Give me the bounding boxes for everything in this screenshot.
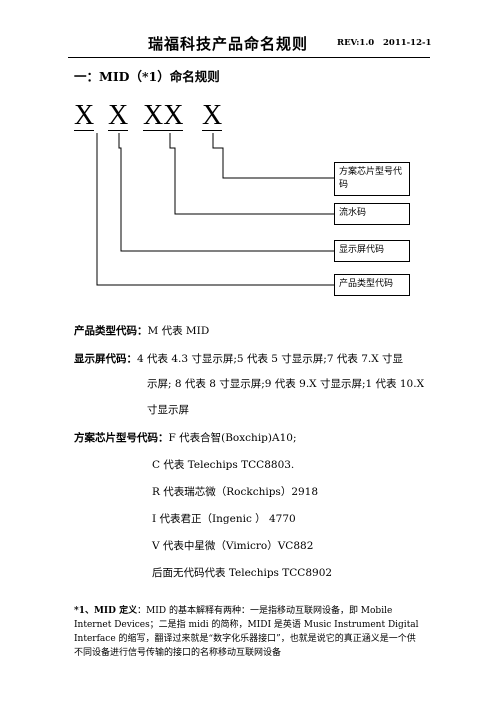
code-letter: X	[108, 100, 129, 131]
box-serial-code: 流水码	[334, 203, 410, 225]
display-line-2: 示屏; 8 代表 8 寸显示屏;9 代表 9.X 寸显示屏;1 代表 10.X	[147, 378, 425, 390]
box-display-code: 显示屏代码	[334, 240, 410, 262]
connector-display	[118, 133, 334, 252]
type-definition: 产品类型代码：M 代表 MID	[74, 323, 209, 339]
display-line-1: 4 代表 4.3 寸显示屏;5 代表 5 寸显示屏;7 代表 7.X 寸显	[137, 353, 404, 365]
footnote: *1、MID 定义：MID 的基本解释有两种：一是指移动互联网设备，即 Mobi…	[74, 604, 424, 660]
chip-item-4: V 代表中星微（Vimicro）VC882	[152, 540, 314, 552]
chip-item-2: R 代表瑞芯微（Rockchips）2918	[152, 486, 319, 498]
type-value: M 代表 MID	[147, 325, 210, 337]
code-letter: X	[74, 100, 95, 131]
type-label: 产品类型代码：	[74, 325, 148, 337]
box-chip-code: 方案芯片型号代码	[334, 162, 410, 196]
section-title: 一：MID（*1）命名规则	[74, 69, 220, 84]
code-part-serial: XX	[143, 100, 184, 132]
connector-chip	[212, 133, 334, 179]
code-part-type: X	[74, 100, 95, 132]
revision-label: REV:1.0	[337, 38, 375, 48]
code-part-display: X	[108, 100, 129, 132]
chip-item-3: I 代表君正（Ingenic ） 4770	[152, 513, 296, 525]
chip-item-5: 后面无代码代表 Telechips TCC8902	[152, 567, 333, 579]
box-type-code: 产品类型代码	[334, 274, 410, 296]
display-definition: 显示屏代码：4 代表 4.3 寸显示屏;5 代表 5 寸显示屏;7 代表 7.X…	[74, 351, 403, 367]
chip-definition: 方案芯片型号代码：F 代表合智(Boxchip)A10;	[74, 430, 296, 446]
chip-item-1: C 代表 Telechips TCC8803.	[152, 459, 295, 471]
revision-date: 2011-12-1	[383, 38, 432, 48]
chip-item-0: F 代表合智(Boxchip)A10;	[168, 432, 297, 444]
code-part-chip: X	[202, 100, 223, 132]
code-letter: X	[202, 100, 223, 131]
display-label: 显示屏代码：	[74, 353, 137, 365]
footnote-text: ：MID 的基本解释有两种：一是指移动互联网设备，即 Mobile Intern…	[74, 606, 419, 658]
document-title: 瑞福科技产品命名规则	[148, 35, 309, 53]
connector-type	[96, 133, 334, 286]
header-rule	[68, 57, 430, 58]
connector-serial	[169, 133, 334, 215]
chip-label: 方案芯片型号代码：	[74, 432, 169, 444]
code-letter: XX	[143, 100, 184, 131]
footnote-marker: *1、MID 定义	[74, 606, 138, 616]
display-line-3: 寸显示屏	[147, 404, 189, 416]
